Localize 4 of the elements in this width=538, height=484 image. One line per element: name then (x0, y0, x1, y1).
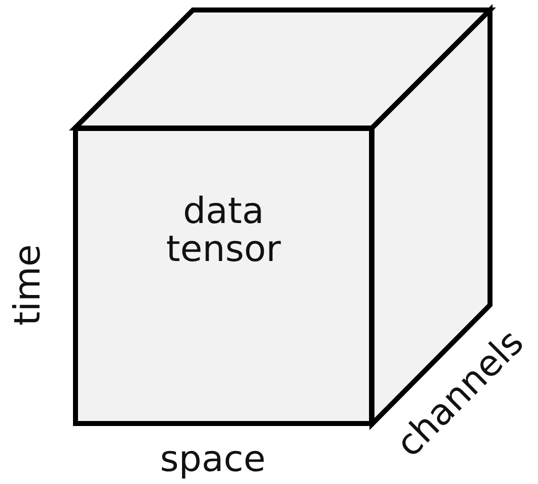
axis-label: space (160, 442, 266, 478)
cube-front-face (73, 126, 374, 426)
axis-label: time (10, 244, 46, 326)
face-label: data tensor (165, 193, 282, 269)
